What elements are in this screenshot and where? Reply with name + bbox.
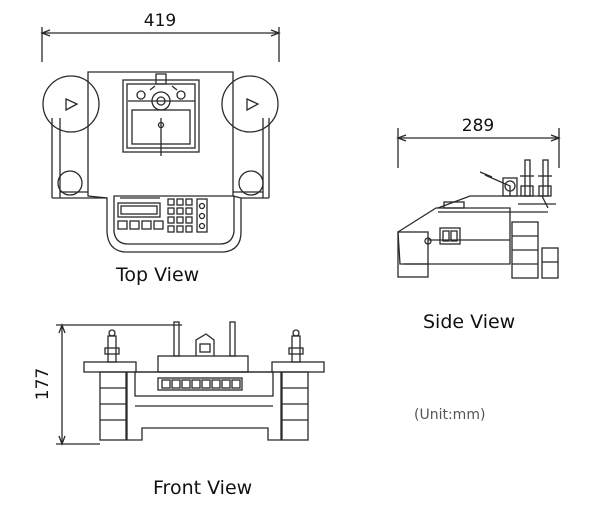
unit-note: (Unit:mm) [414,407,486,423]
right-roller [238,170,264,196]
front-height-label: 177 [33,368,53,400]
top-width-label: 419 [144,11,176,31]
top-view-caption: Top View [116,264,200,286]
side-body [397,207,511,265]
counting-head [122,73,200,156]
right-reel [221,75,279,133]
control-panel [113,195,235,245]
front-height-dimension [56,323,182,446]
top-width-dimension [40,27,281,62]
side-arm [484,174,511,196]
side-view-caption: Side View [423,311,516,333]
top-view [40,27,281,253]
side-view [396,128,561,279]
left-roller [57,170,83,196]
top-body-outline [87,71,242,253]
left-reel [42,75,100,133]
side-width-label: 289 [462,116,494,136]
side-width-dimension [396,128,561,168]
front-body [126,371,282,441]
front-view-caption: Front View [153,477,253,499]
front-view [56,321,325,446]
